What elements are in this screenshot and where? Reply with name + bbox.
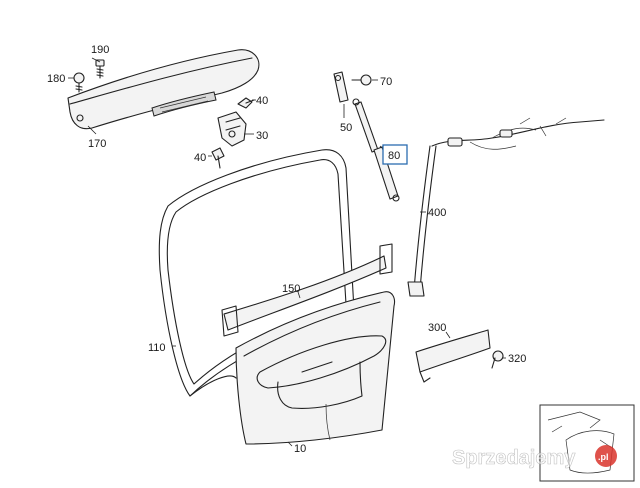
label-40-upper: 40	[256, 95, 268, 107]
screw-part-320[interactable]	[491, 350, 504, 369]
screw-part-180[interactable]	[73, 72, 85, 93]
label-80: 80	[388, 150, 400, 162]
watermark: Sprzedajemy .pl	[452, 445, 617, 469]
overview-thumbnail	[539, 404, 635, 482]
tailgate-part-10[interactable]	[235, 291, 396, 445]
screw-part-190[interactable]	[95, 59, 105, 79]
label-80-highlight-box	[382, 144, 408, 165]
bracket-part-50[interactable]	[333, 71, 349, 103]
label-180: 180	[47, 73, 65, 85]
watermark-badge	[595, 445, 617, 467]
label-40-lower: 40	[194, 152, 206, 164]
crossbar-part-150[interactable]	[221, 243, 393, 337]
bolt-part-70[interactable]	[351, 74, 372, 86]
label-30: 30	[256, 130, 268, 142]
label-70: 70	[380, 76, 392, 88]
gas-strut-part-80[interactable]	[352, 98, 400, 202]
part-number-labels: 190 180 170 40 30 40 70 50 80 400 150 11…	[47, 44, 526, 455]
label-400: 400	[428, 207, 446, 219]
bolt-part-40-upper[interactable]	[237, 97, 255, 109]
label-320: 320	[508, 353, 526, 365]
watermark-badge-text: .pl	[598, 452, 609, 462]
label-300: 300	[428, 322, 446, 334]
bracket-part-300[interactable]	[415, 329, 491, 383]
label-170: 170	[88, 138, 106, 150]
spoiler-part-170[interactable]	[67, 49, 260, 130]
label-190: 190	[91, 44, 109, 56]
label-110: 110	[148, 342, 166, 354]
label-150: 150	[282, 283, 300, 295]
cable-harness-part-400[interactable]	[407, 117, 605, 297]
label-50: 50	[340, 122, 352, 134]
bolt-part-40-lower[interactable]	[211, 147, 225, 169]
hinge-part-30[interactable]	[217, 111, 247, 147]
label-10: 10	[294, 443, 306, 455]
watermark-text: Sprzedajemy	[452, 447, 576, 469]
